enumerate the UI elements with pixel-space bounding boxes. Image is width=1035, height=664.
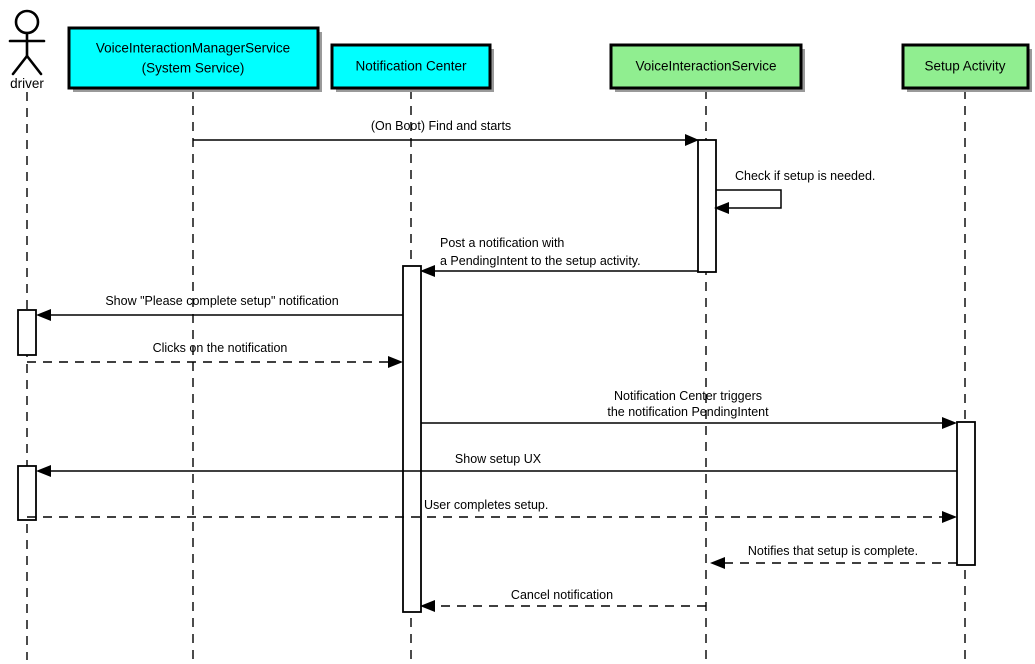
message-2-line bbox=[716, 189, 782, 209]
message-6-label-line2: the notification PendingIntent bbox=[607, 405, 769, 419]
activation-notification-center bbox=[402, 265, 422, 613]
message-2-label: Check if setup is needed. bbox=[735, 169, 875, 183]
message-1-arrowhead bbox=[685, 134, 699, 146]
message-7-arrowhead bbox=[36, 465, 51, 477]
participant-box-setup-activity[interactable]: Setup Activity bbox=[901, 43, 1032, 92]
message-10-cancel-notification: Cancel notification bbox=[420, 588, 706, 612]
message-1-label: (On Boot) Find and starts bbox=[371, 119, 511, 133]
activation-setup-activity bbox=[956, 421, 976, 566]
message-2-check-setup-self-call: Check if setup is needed. bbox=[714, 169, 875, 214]
notification-center-box bbox=[330, 43, 492, 90]
message-9-notifies-setup-complete: Notifies that setup is complete. bbox=[710, 544, 957, 569]
actor-label-driver: driver bbox=[10, 76, 44, 91]
message-2-arrowhead bbox=[714, 202, 729, 214]
actor-driver[interactable]: driver bbox=[8, 9, 46, 91]
vis-label: VoiceInteractionService bbox=[635, 59, 776, 74]
activation-driver-1 bbox=[17, 309, 37, 356]
message-10-arrowhead bbox=[420, 600, 435, 612]
vims-label-line2: (System Service) bbox=[142, 61, 245, 76]
vims-label-line1: VoiceInteractionManagerService bbox=[96, 41, 290, 56]
message-3-post-notification: Post a notification with a PendingIntent… bbox=[420, 236, 698, 277]
message-9-label: Notifies that setup is complete. bbox=[748, 544, 918, 558]
message-8-user-completes-setup: User completes setup. bbox=[27, 498, 957, 523]
message-6-arrowhead bbox=[942, 417, 957, 429]
participant-box-vims[interactable]: VoiceInteractionManagerService (System S… bbox=[67, 26, 322, 92]
activation-driver-2 bbox=[17, 465, 37, 521]
participant-box-notification-center[interactable]: Notification Center bbox=[330, 43, 494, 92]
message-10-label: Cancel notification bbox=[511, 588, 613, 602]
activation-vis bbox=[697, 139, 717, 273]
message-4-show-notification: Show "Please complete setup" notificatio… bbox=[36, 294, 403, 321]
message-4-arrowhead bbox=[36, 309, 51, 321]
setup-activity-box bbox=[901, 43, 1030, 90]
message-3-label-line2: a PendingIntent to the setup activity. bbox=[440, 254, 641, 268]
message-9-arrowhead bbox=[710, 557, 725, 569]
message-7-label: Show setup UX bbox=[455, 452, 542, 466]
setup-activity-label: Setup Activity bbox=[924, 59, 1005, 74]
participant-box-vis[interactable]: VoiceInteractionService bbox=[609, 43, 805, 92]
message-7-show-setup-ux: Show setup UX bbox=[36, 452, 957, 477]
message-4-label: Show "Please complete setup" notificatio… bbox=[105, 294, 338, 308]
message-6-label-line1: Notification Center triggers bbox=[614, 389, 762, 403]
vims-box bbox=[67, 26, 320, 90]
actor-head-icon bbox=[14, 9, 40, 35]
vis-box bbox=[609, 43, 803, 90]
actor-leg-right-icon bbox=[25, 54, 43, 76]
message-5-clicks-notification: Clicks on the notification bbox=[27, 341, 403, 368]
message-5-label: Clicks on the notification bbox=[153, 341, 288, 355]
message-8-arrowhead bbox=[942, 511, 957, 523]
message-5-arrowhead bbox=[388, 356, 403, 368]
message-6-trigger-pendingintent: Notification Center triggers the notific… bbox=[421, 389, 957, 429]
message-3-arrowhead bbox=[420, 265, 435, 277]
notification-center-label: Notification Center bbox=[355, 59, 467, 74]
actor-leg-left-icon bbox=[11, 54, 29, 76]
message-1-find-and-starts: (On Boot) Find and starts bbox=[193, 119, 699, 146]
message-3-label-line1: Post a notification with bbox=[440, 236, 564, 250]
message-8-label: User completes setup. bbox=[424, 498, 548, 512]
